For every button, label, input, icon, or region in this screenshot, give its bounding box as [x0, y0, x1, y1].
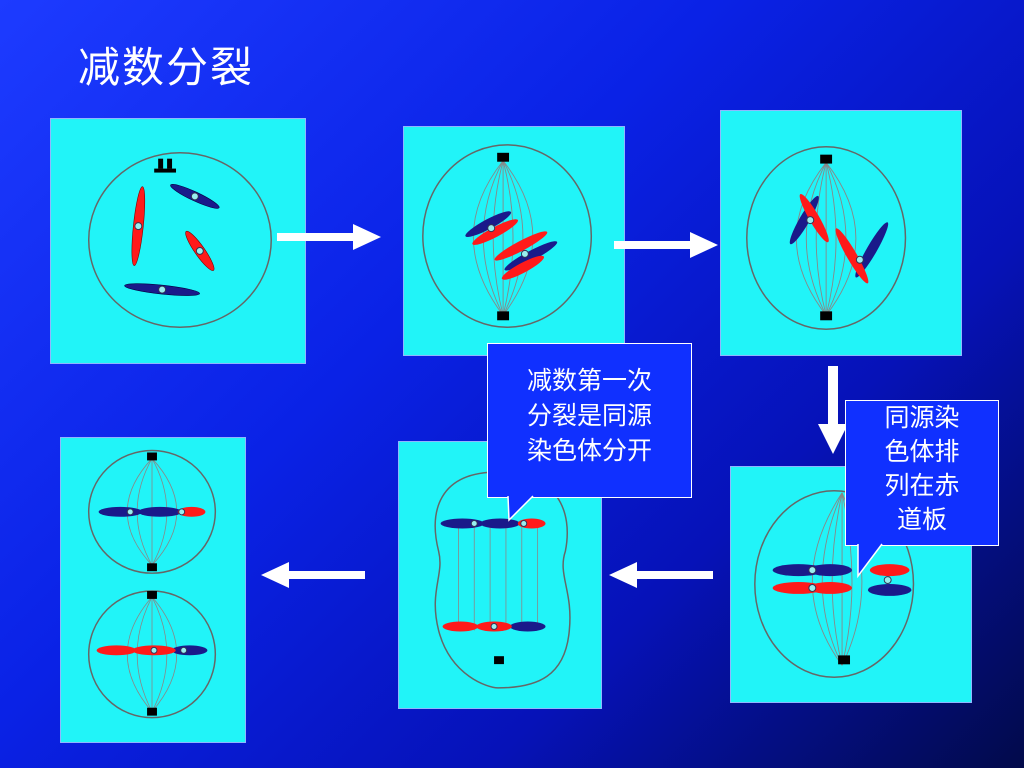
callout-1-line-2: 分裂是同源: [526, 401, 652, 430]
callout-2-line-3: 列在赤: [884, 471, 960, 500]
callout-2-line-2: 色体排: [884, 437, 960, 466]
prometaphase-cell-diagram: [422, 144, 593, 328]
callout-2-line-4: 道板: [896, 505, 947, 534]
slide-title: 减数分裂: [78, 43, 255, 92]
callout-equatorial-plate: 同源染 色体排 列在赤 道板: [845, 400, 999, 579]
callout-homologs-separate: 减数第一次 分裂是同源 染色体分开: [487, 343, 692, 522]
arrow-right-2: [614, 232, 718, 258]
arrow-down: [818, 366, 848, 454]
arrow-right-1: [277, 224, 381, 250]
panel-synapsis: [720, 110, 962, 356]
callout-2-pointer: [857, 543, 883, 579]
prophase-cell-diagram: [87, 151, 272, 329]
anaphase-cell-diagram: [434, 471, 571, 689]
panel-telophase: [60, 437, 246, 743]
telophase-cell-diagram: [87, 449, 217, 719]
arrow-left-2: [261, 562, 365, 588]
callout-1-line-3: 染色体分开: [526, 436, 652, 465]
callout-2-line-1: 同源染: [884, 403, 960, 432]
panel-prometaphase: [403, 126, 625, 356]
synapsis-cell-diagram: [746, 145, 907, 330]
panel-prophase: [50, 118, 306, 364]
arrow-left-1: [609, 562, 713, 588]
callout-1-pointer: [507, 495, 534, 522]
callout-1-line-1: 减数第一次: [526, 366, 652, 395]
